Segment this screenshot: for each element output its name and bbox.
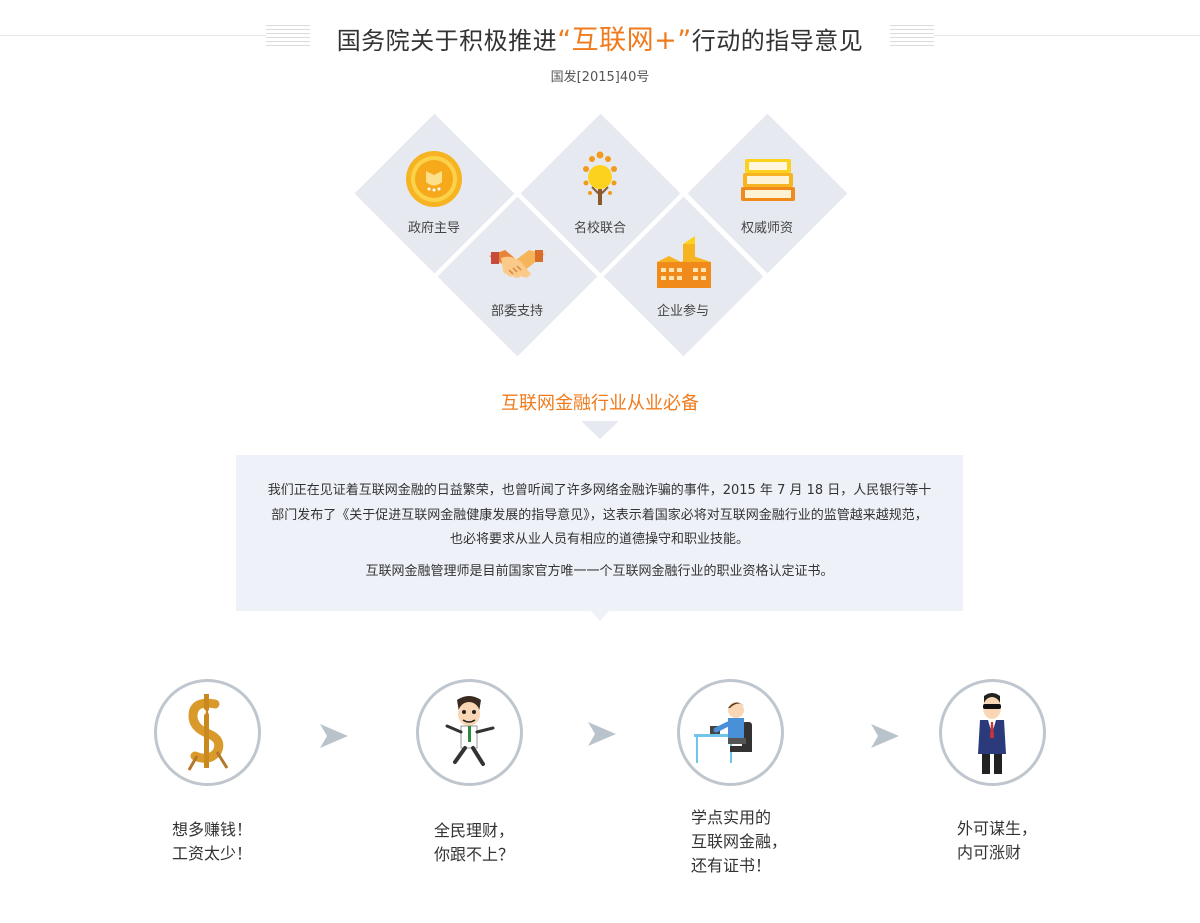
- step-circle-2: [416, 679, 523, 786]
- title-after: 行动的指导意见: [691, 27, 864, 55]
- title-decoration-left: [266, 25, 310, 47]
- dollar-sign-character-icon: [187, 694, 229, 771]
- tree-icon: [583, 151, 617, 205]
- feature-government: 政府主导: [354, 113, 515, 274]
- step-circle-3: [677, 679, 784, 786]
- info-paragraph: 互联网金融管理师是目前国家官方唯一一个互联网金融行业的职业资格认定证书。: [365, 563, 834, 579]
- feature-enterprises: 企业参与: [603, 196, 764, 357]
- feature-universities: 名校联合: [520, 113, 681, 274]
- info-box: 我们正在见证着互联网金融的日益繁荣，也曾听闻了许多网络金融诈骗的事件，2015 …: [236, 455, 963, 611]
- gold-medal-icon: [406, 151, 462, 207]
- handshake-icon: [489, 250, 545, 278]
- down-arrow-indicator: [581, 421, 619, 439]
- info-paragraph: 我们正在见证着互联网金融的日益繁荣，也曾听闻了许多网络金融诈骗的事件，2015 …: [267, 483, 932, 547]
- step-text-2: 全民理财， 你跟不上？: [434, 819, 514, 867]
- step-line: 全民理财，: [434, 821, 515, 840]
- page-header: 国务院关于积极推进“互联网+”行动的指导意见: [266, 14, 934, 58]
- feature-ministries: 部委支持: [437, 196, 598, 357]
- running-man-icon: [445, 696, 495, 766]
- next-arrow-icon: [588, 722, 616, 746]
- document-number: 国发[2015]40号: [550, 70, 650, 85]
- feature-faculty: 权威师资: [687, 113, 848, 274]
- title-decoration-right: [890, 25, 934, 47]
- step-text-3: 学点实用的 互联网金融， 还有证书！: [691, 806, 787, 878]
- step-line: 内可涨财: [957, 843, 1022, 862]
- title-highlight: “互联网+”: [557, 25, 692, 56]
- step-circle-4: [939, 679, 1046, 786]
- books-icon: [741, 159, 795, 201]
- step-line: 工资太少！: [172, 844, 253, 863]
- building-icon: [657, 236, 711, 288]
- feature-label: 政府主导: [407, 221, 460, 236]
- page-title: 国务院关于积极推进“互联网+”行动的指导意见: [322, 18, 878, 57]
- step-circle-1: [154, 679, 261, 786]
- step-text-4: 外可谋生， 内可涨财: [957, 817, 1037, 865]
- man-at-desk-icon: [694, 702, 752, 763]
- step-line: 互联网金融，: [691, 832, 788, 851]
- info-box-tail: [591, 611, 609, 621]
- feature-label: 名校联合: [573, 221, 626, 236]
- step-line: 学点实用的: [691, 808, 772, 827]
- step-line: 你跟不上？: [434, 845, 515, 864]
- feature-label: 权威师资: [740, 221, 793, 236]
- next-arrow-icon: [320, 724, 348, 748]
- section-subtitle: 互联网金融行业从业必备: [501, 393, 699, 414]
- businessman-sunglasses-icon: [978, 693, 1006, 774]
- step-line: 外可谋生，: [957, 819, 1038, 838]
- step-line: 想多赚钱！: [172, 820, 253, 839]
- step-line: 还有证书！: [691, 856, 772, 875]
- feature-label: 企业参与: [656, 304, 709, 319]
- feature-label: 部委支持: [490, 304, 543, 319]
- step-text-1: 想多赚钱！ 工资太少！: [172, 818, 252, 866]
- next-arrow-icon: [871, 724, 899, 748]
- title-before: 国务院关于积极推进: [336, 27, 558, 55]
